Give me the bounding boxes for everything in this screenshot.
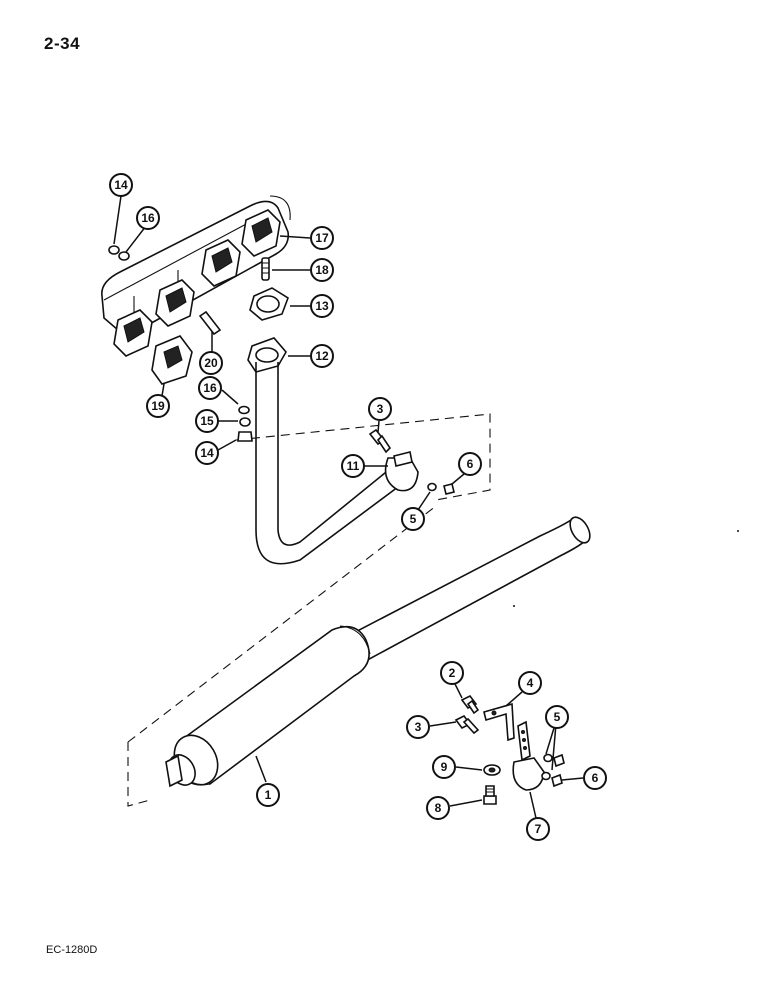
callout-2: 2	[440, 661, 464, 685]
callout-16-top: 16	[136, 206, 160, 230]
speck	[513, 605, 515, 607]
nut-5-6-lower	[541, 753, 565, 788]
callout-20: 20	[199, 351, 223, 375]
manifold-flange-3	[201, 239, 241, 287]
tail-pipe	[339, 516, 591, 665]
callout-14-top: 14	[109, 173, 133, 197]
callout-label: 17	[315, 231, 329, 245]
callout-15: 15	[195, 409, 219, 433]
nut-stack-lower	[237, 405, 253, 442]
callout-3-upper: 3	[368, 397, 392, 421]
manifold-flange-4	[241, 209, 281, 257]
page-number: 2-34	[44, 34, 81, 53]
callout-7: 7	[526, 817, 550, 841]
leader-lines	[113, 195, 584, 819]
callout-14-lower: 14	[195, 441, 219, 465]
callout-label: 16	[141, 211, 155, 225]
nut-washer-top-left	[108, 245, 130, 261]
bolt-2	[460, 694, 480, 715]
callout-label: 1	[265, 788, 272, 802]
callout-6-upper: 6	[458, 452, 482, 476]
washer-9	[483, 764, 501, 776]
callout-3-lower: 3	[406, 715, 430, 739]
callout-13: 13	[310, 294, 334, 318]
bolt-3-lower	[454, 714, 480, 735]
clamp-11	[384, 451, 419, 492]
callout-11: 11	[341, 454, 365, 478]
stud-18	[261, 257, 270, 281]
clamp-7	[512, 720, 545, 791]
bolt-3-upper	[368, 428, 392, 454]
callout-19: 19	[146, 394, 170, 418]
nut-5-6-upper	[427, 482, 455, 495]
callout-17: 17	[310, 226, 334, 250]
callout-label: 11	[347, 459, 360, 473]
callout-label: 20	[204, 356, 218, 370]
callout-8: 8	[426, 796, 450, 820]
callout-9: 9	[432, 755, 456, 779]
exhaust-pipe	[247, 337, 414, 565]
stud-20	[198, 310, 222, 336]
bracket-4	[483, 702, 515, 742]
callout-label: 14	[200, 446, 214, 460]
callout-label: 2	[449, 666, 456, 680]
dashed-group-outline	[127, 413, 491, 807]
callout-label: 5	[410, 512, 417, 526]
manifold-flange-1	[113, 309, 153, 357]
speck	[737, 530, 739, 532]
callout-label: 12	[315, 349, 329, 363]
callout-label: 3	[415, 720, 422, 734]
callout-label: 9	[441, 760, 448, 774]
callout-1: 1	[256, 783, 280, 807]
callout-label: 19	[151, 399, 165, 413]
callout-label: 15	[200, 414, 214, 428]
callout-label: 16	[203, 381, 217, 395]
callout-label: 13	[315, 299, 329, 313]
callout-16-lower: 16	[198, 376, 222, 400]
callout-label: 3	[377, 402, 384, 416]
callout-4: 4	[518, 671, 542, 695]
callout-label: 18	[315, 263, 329, 277]
callout-18: 18	[310, 258, 334, 282]
callout-label: 6	[592, 771, 599, 785]
callout-label: 7	[535, 822, 542, 836]
document-code: EC-1280D	[46, 944, 98, 956]
callout-label: 8	[435, 801, 442, 815]
gasket-19	[151, 335, 193, 385]
callout-label: 5	[554, 710, 561, 724]
manifold-flange-2	[155, 279, 195, 327]
callout-label: 6	[467, 457, 474, 471]
callout-5-upper: 5	[401, 507, 425, 531]
muffler	[165, 625, 371, 788]
gasket-13	[249, 287, 289, 321]
callout-label: 14	[114, 178, 128, 192]
callout-label: 4	[527, 676, 534, 690]
callout-6-lower: 6	[583, 766, 607, 790]
callout-12: 12	[310, 344, 334, 368]
callout-5-lower: 5	[545, 705, 569, 729]
bolt-8	[483, 785, 497, 805]
